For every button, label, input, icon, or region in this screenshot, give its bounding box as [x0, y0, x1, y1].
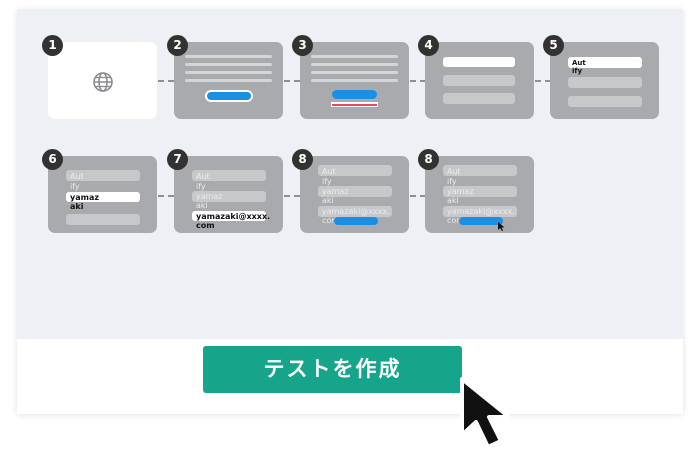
step-card-1[interactable] [48, 42, 157, 119]
step-card-5[interactable]: Aut ify [550, 42, 659, 119]
input-field-mock [568, 96, 642, 107]
field-text: Aut [70, 172, 84, 181]
field-text: aki [196, 201, 208, 210]
text-line [185, 71, 272, 74]
field-text: aki [447, 196, 459, 205]
input-field-mock [66, 170, 140, 181]
primary-button-mock [334, 217, 378, 225]
text-line [311, 71, 398, 74]
field-text: Aut [196, 172, 210, 181]
step-connector [158, 195, 174, 197]
step-badge: 5 [543, 35, 564, 56]
input-field-mock [443, 165, 517, 176]
step-connector [410, 195, 426, 197]
field-text: Aut [447, 167, 461, 176]
input-field-mock [66, 214, 140, 225]
field-text: aki [322, 196, 334, 205]
input-field-mock [443, 186, 517, 197]
step-card-6[interactable]: Aut ify yamaz aki [48, 156, 157, 233]
field-text: ify [70, 182, 80, 191]
field-text: ify [196, 182, 206, 191]
field-text: yamazaki@xxxx. [447, 207, 515, 216]
primary-button-mock [459, 217, 503, 225]
step-card-7[interactable]: Aut ify yamaz aki yamazaki@xxxx. com [174, 156, 283, 233]
input-field-mock [66, 192, 140, 202]
text-line [185, 55, 272, 58]
field-text: yamaz [70, 193, 100, 202]
text-line [311, 79, 398, 82]
step-card-2[interactable] [174, 42, 283, 119]
step-card-3[interactable] [300, 42, 409, 119]
field-text: yamaz [447, 187, 474, 196]
text-line [185, 79, 272, 82]
step-badge: 3 [292, 35, 313, 56]
step-connector [535, 80, 551, 82]
step-connector [158, 80, 174, 82]
input-field-mock [568, 77, 642, 88]
input-field-mock [192, 191, 266, 202]
field-text: yamazaki@xxxx. [196, 212, 271, 221]
steps-canvas: 1 2 3 [17, 9, 683, 339]
mouse-pointer-icon [498, 222, 505, 231]
step-card-8a[interactable]: Aut ify yamaz aki yamazaki@xxxx. com [300, 156, 409, 233]
field-text: com [447, 216, 465, 225]
step-card-4[interactable] [425, 42, 534, 119]
field-text: Aut [322, 167, 336, 176]
field-text: ify [447, 177, 457, 186]
input-field-mock [443, 206, 517, 217]
input-field-mock [443, 93, 515, 104]
error-underline [331, 102, 378, 107]
primary-button-mock [332, 90, 377, 99]
step-badge: 4 [418, 35, 439, 56]
text-line [185, 63, 272, 66]
input-field-mock [443, 57, 515, 67]
input-field-mock [192, 170, 266, 181]
primary-button-mock [205, 90, 253, 102]
input-field-mock [318, 165, 392, 176]
mouse-pointer-icon [460, 377, 511, 449]
input-field-mock [318, 206, 392, 217]
step-badge: 8 [418, 149, 439, 170]
step-card-8b[interactable]: Aut ify yamaz aki yamazaki@xxxx. com [425, 156, 534, 233]
step-badge: 1 [42, 35, 63, 56]
input-field-mock [192, 211, 266, 221]
input-field-mock [443, 75, 515, 86]
field-text: yamazaki@xxxx. [322, 207, 390, 216]
step-badge: 2 [167, 35, 188, 56]
field-text: yamaz [196, 192, 223, 201]
input-field-mock [318, 186, 392, 197]
text-line [311, 63, 398, 66]
step-connector [410, 80, 426, 82]
step-badge: 7 [167, 149, 188, 170]
globe-icon [93, 72, 113, 92]
field-text: yamaz [322, 187, 349, 196]
text-line [311, 55, 398, 58]
field-text: com [322, 216, 340, 225]
step-connector [284, 195, 300, 197]
field-text: ify [322, 177, 332, 186]
step-badge: 6 [42, 149, 63, 170]
step-connector [284, 80, 300, 82]
create-test-button[interactable]: テストを作成 [203, 346, 462, 393]
field-text: com [196, 221, 215, 230]
field-text: aki [70, 202, 84, 211]
input-field-mock [568, 57, 642, 68]
step-badge: 8 [292, 149, 313, 170]
field-text: Aut ify [572, 59, 586, 75]
